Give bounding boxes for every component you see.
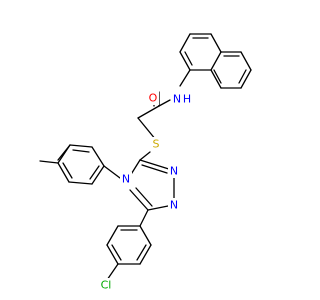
bond (137, 105, 160, 119)
bond (240, 69, 252, 89)
bond (106, 244, 119, 265)
bond (68, 181, 93, 185)
triazole-n4-label: N (122, 173, 130, 186)
triazole-n2-label: N (170, 199, 178, 212)
bond (139, 225, 152, 246)
sulfur-atom-label: S (153, 138, 160, 151)
bond (91, 165, 105, 185)
bond (139, 159, 173, 171)
bond (158, 99, 171, 107)
amide-hydrogen-label: H (183, 93, 191, 106)
bond (179, 33, 191, 53)
bond (69, 144, 93, 148)
atom-labels: O N H S N N N Cl (98, 91, 191, 292)
bond (57, 162, 70, 183)
bond (106, 263, 119, 281)
bond (179, 69, 191, 87)
molecule-diagram: O N H S N N N Cl (39, 33, 252, 292)
chlorine-atom-label: Cl (101, 279, 112, 292)
bond (139, 151, 151, 161)
bond (141, 164, 168, 174)
label-bg (168, 164, 180, 178)
bond (135, 187, 153, 207)
bond (111, 244, 122, 261)
bond (139, 244, 152, 265)
bond (210, 69, 222, 89)
bond (238, 69, 247, 84)
bond (103, 165, 121, 179)
bond (137, 117, 157, 141)
bond (213, 69, 222, 84)
bond (57, 144, 71, 161)
bond (210, 51, 222, 71)
bond (179, 51, 191, 71)
bond (62, 162, 73, 179)
bond-lines (39, 33, 252, 281)
label-bg (150, 137, 162, 151)
bond (184, 51, 193, 66)
label-bg (171, 92, 183, 106)
bond (89, 165, 100, 180)
label-bg (168, 198, 180, 212)
label-bg (98, 278, 114, 292)
triazole-n1-label: N (170, 165, 178, 178)
bond (106, 225, 119, 246)
molecule-structure: O N H S N N N Cl (39, 33, 252, 292)
bond (129, 189, 149, 211)
label-bg (120, 172, 132, 186)
bond (147, 205, 169, 211)
label-bg (147, 91, 159, 105)
bond (240, 51, 252, 71)
bond (139, 209, 149, 227)
bond (210, 33, 222, 53)
bond (39, 160, 59, 164)
oxygen-atom-label: O (149, 92, 158, 105)
amide-nitrogen-label: N (173, 93, 181, 106)
bond (72, 149, 90, 153)
bond (91, 146, 105, 167)
bond (136, 244, 147, 261)
